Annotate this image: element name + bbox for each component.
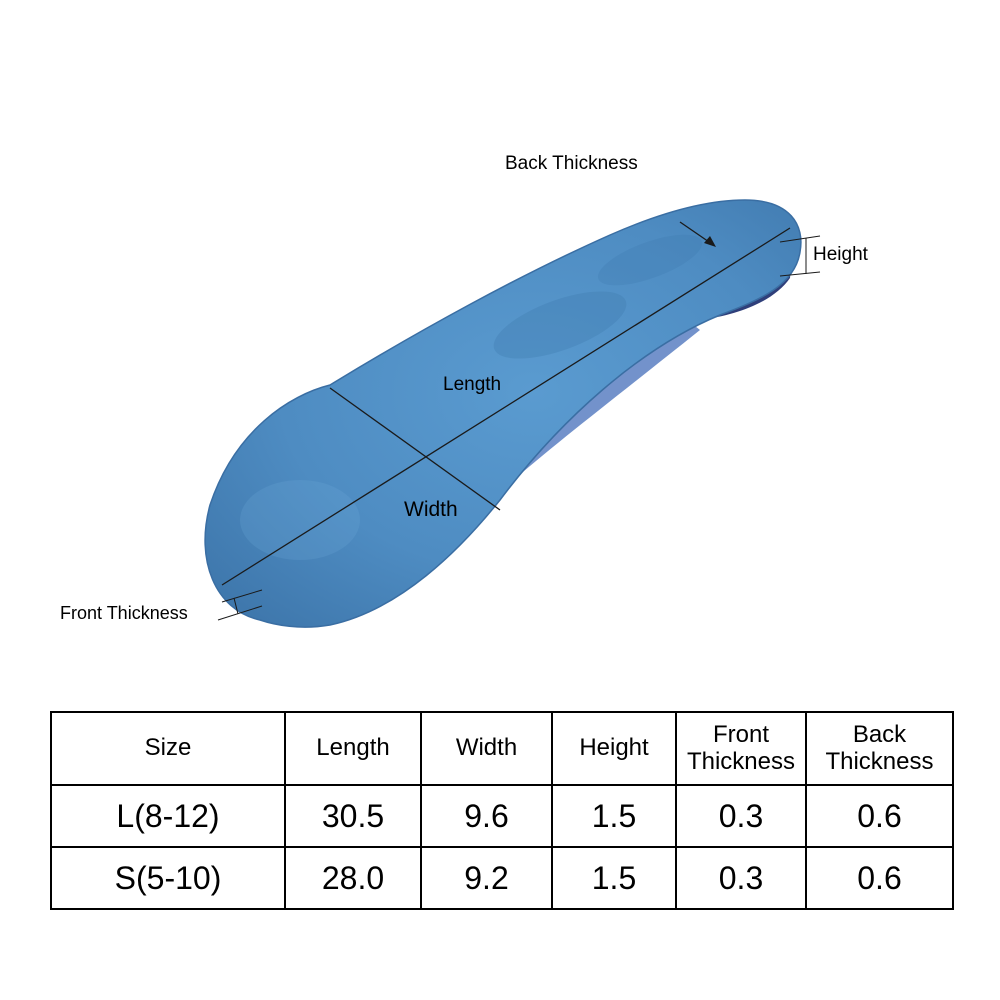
height-bracket-bottom <box>779 271 821 277</box>
insole-top <box>204 199 802 628</box>
cell-back-thickness: 0.6 <box>805 846 954 910</box>
length-line <box>221 227 791 586</box>
back-thickness-arrowhead <box>704 236 716 247</box>
cell-length: 30.5 <box>284 784 422 848</box>
cell-back-thickness: 0.6 <box>805 784 954 848</box>
cell-length: 28.0 <box>284 846 422 910</box>
header-length: Length <box>284 711 422 786</box>
cell-front-thickness: 0.3 <box>675 846 807 910</box>
label-back-thickness: Back Thickness <box>505 153 638 174</box>
table-header-row: Size Length Width Height Front Thickness… <box>50 711 954 786</box>
insole-texture <box>240 480 360 560</box>
insole-arch-side <box>470 322 700 520</box>
front-thickness-bracket-bottom <box>217 605 263 621</box>
size-table: Size Length Width Height Front Thickness… <box>50 711 954 910</box>
insole-texture <box>493 291 627 359</box>
table-row: S(5-10) 28.0 9.2 1.5 0.3 0.6 <box>50 846 954 910</box>
cell-height: 1.5 <box>551 846 677 910</box>
label-height: Height <box>813 244 868 265</box>
header-height: Height <box>551 711 677 786</box>
cell-size: L(8-12) <box>50 784 286 848</box>
insole-texture <box>597 234 703 286</box>
height-bracket-top <box>779 235 821 243</box>
label-width: Width <box>404 498 458 521</box>
cell-width: 9.6 <box>420 784 553 848</box>
header-front-thickness: Front Thickness <box>675 711 807 786</box>
insole-illustration <box>204 199 821 628</box>
header-back-thickness: Back Thickness <box>805 711 954 786</box>
table-row: L(8-12) 30.5 9.6 1.5 0.3 0.6 <box>50 784 954 848</box>
header-size: Size <box>50 711 286 786</box>
cell-height: 1.5 <box>551 784 677 848</box>
front-thickness-bracket-span <box>233 597 239 615</box>
label-length: Length <box>443 374 502 395</box>
front-thickness-bracket-top <box>221 589 263 603</box>
cell-width: 9.2 <box>420 846 553 910</box>
width-line <box>329 387 501 511</box>
cell-size: S(5-10) <box>50 846 286 910</box>
header-width: Width <box>420 711 553 786</box>
insole-diagram: Back Thickness Height Length Width Front… <box>60 153 868 628</box>
label-front-thickness: Front Thickness <box>60 603 188 623</box>
cell-front-thickness: 0.3 <box>675 784 807 848</box>
